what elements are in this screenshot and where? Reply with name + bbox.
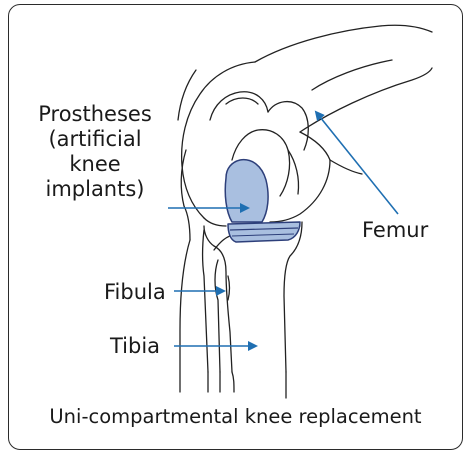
femur-outline <box>182 25 432 226</box>
femur-label: Femur <box>362 218 428 243</box>
diagram-caption: Uni-compartmental knee replacement <box>8 405 463 428</box>
femur-arrow <box>316 112 398 214</box>
prostheses-label: Prostheses (artificial knee implants) <box>20 102 170 202</box>
tibia-fibula-outline <box>203 222 303 398</box>
tibia-label: Tibia <box>110 334 160 359</box>
fibula-label: Fibula <box>104 280 166 305</box>
